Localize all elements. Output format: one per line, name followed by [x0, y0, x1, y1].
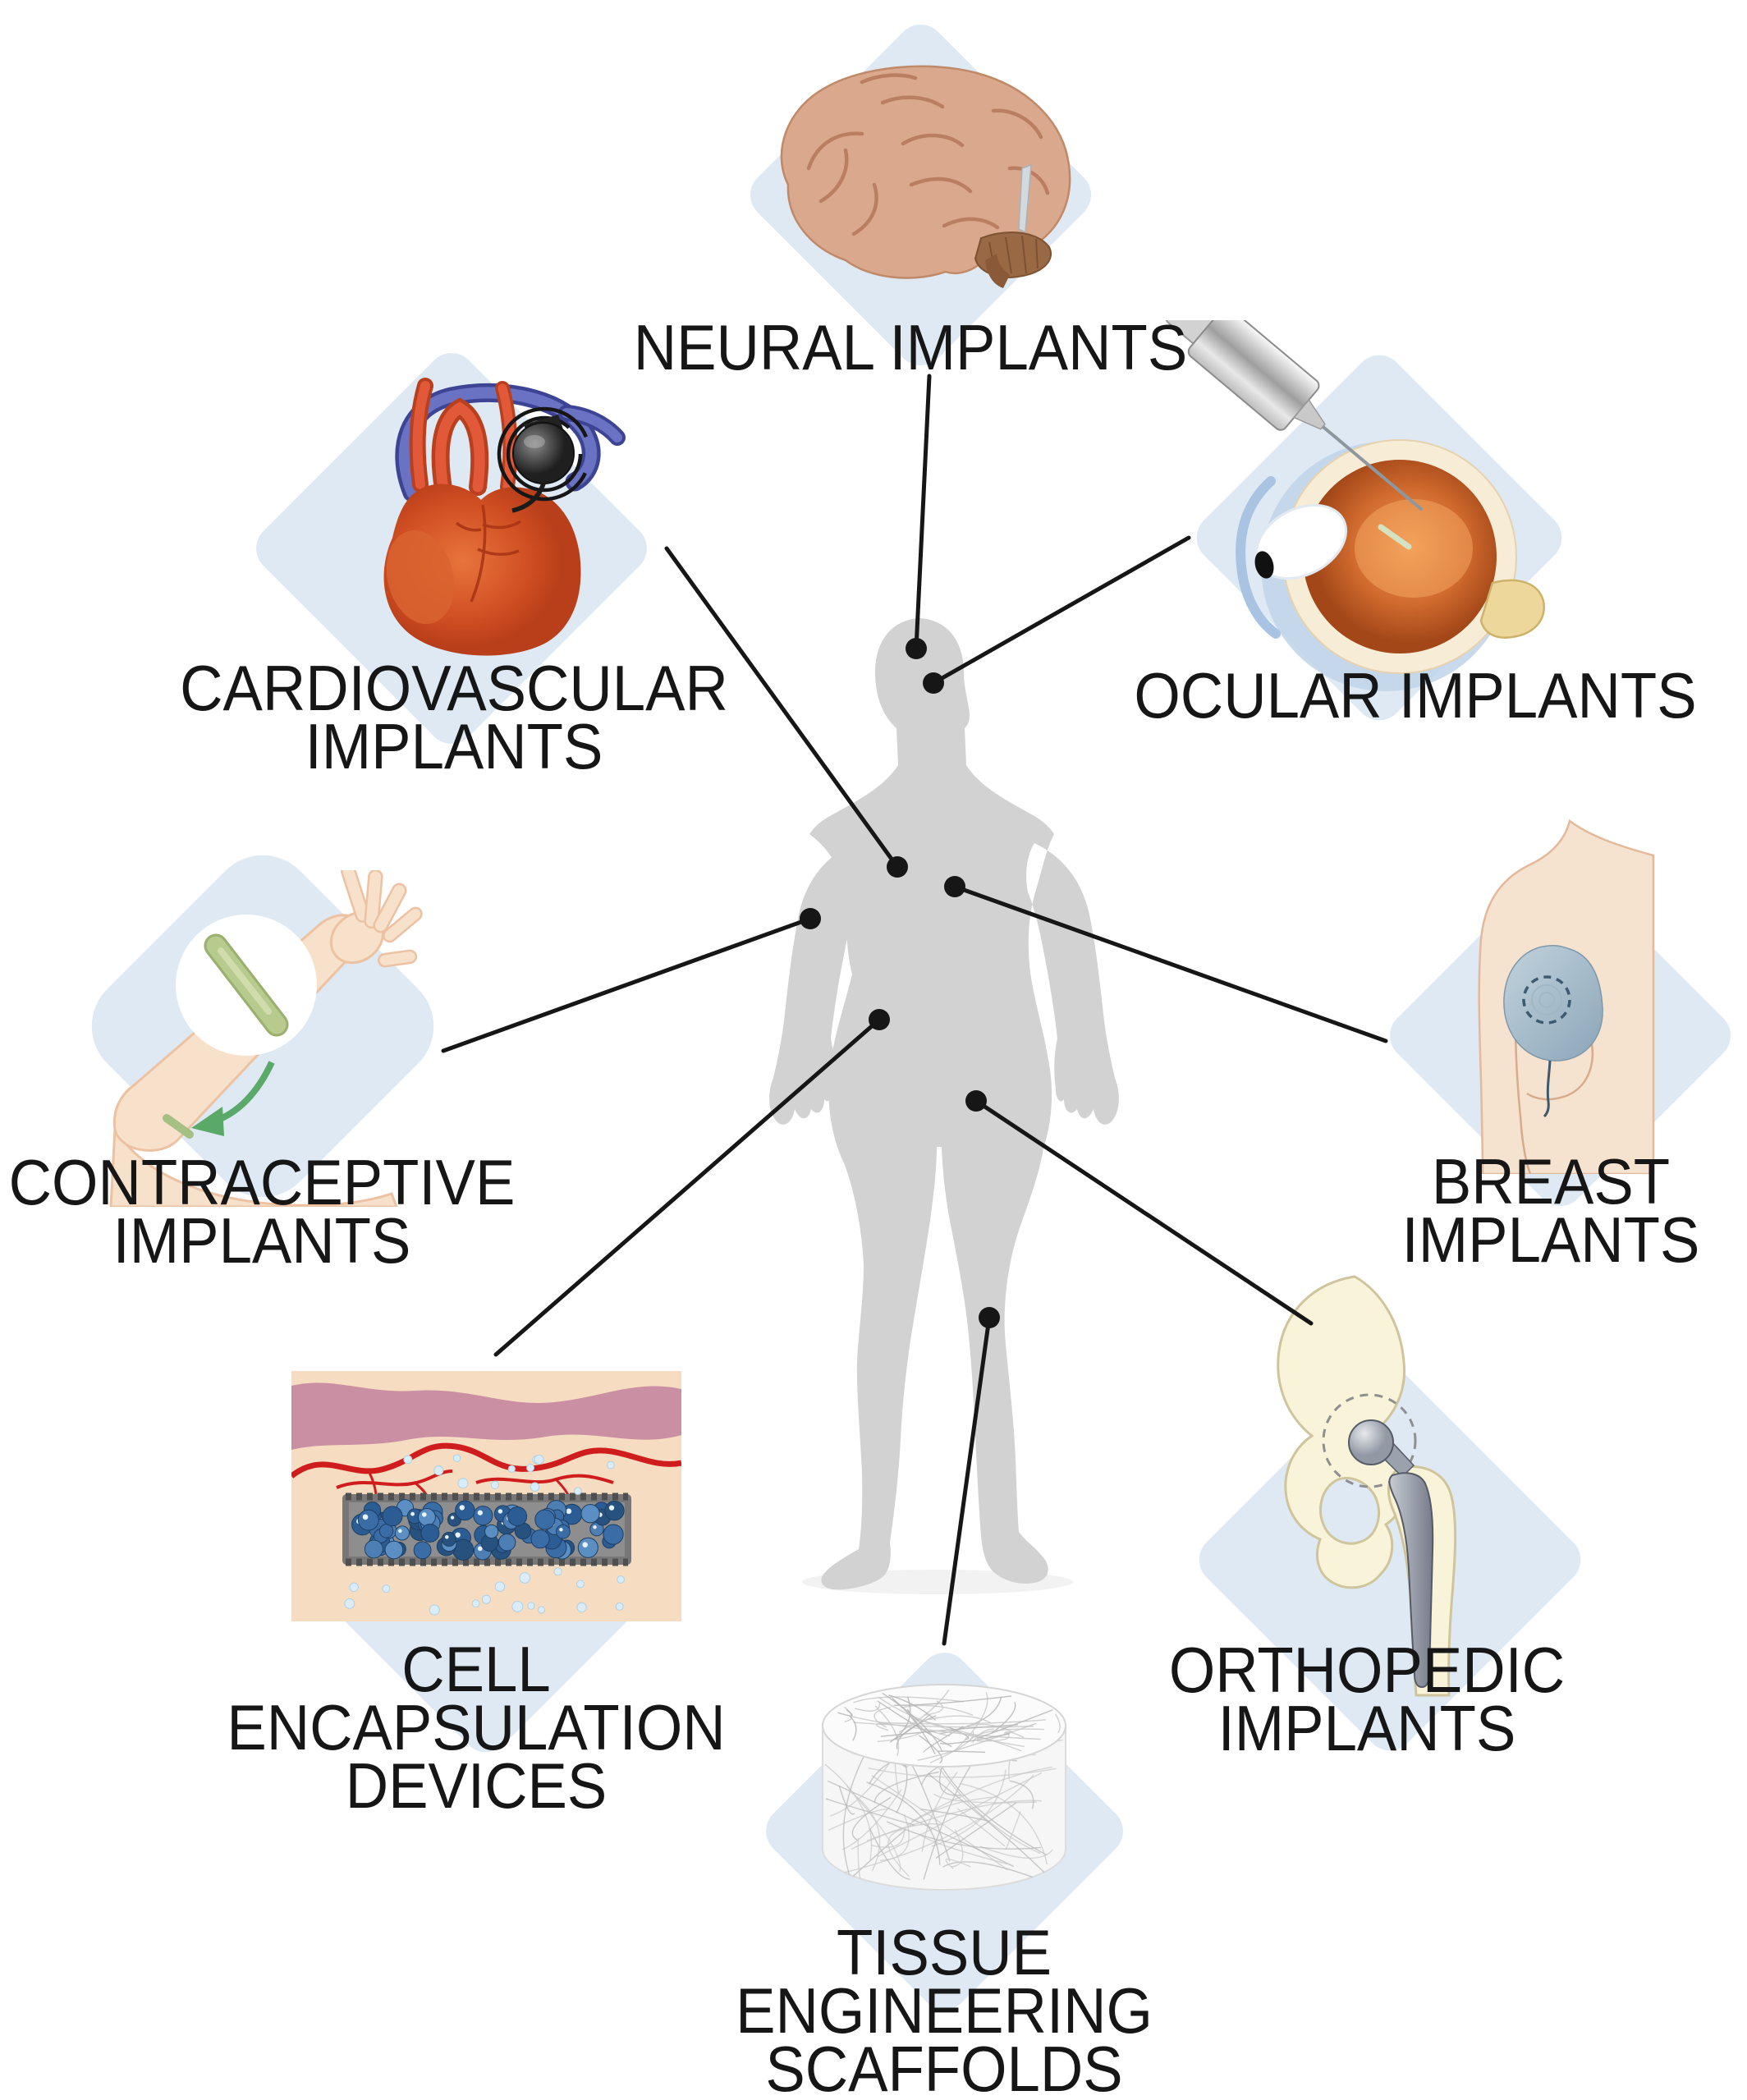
- right-ventricle: [386, 530, 455, 625]
- pupil: [1254, 551, 1274, 579]
- implant-dashed-circle: [1522, 975, 1571, 1025]
- implant-tube: [1543, 1060, 1552, 1118]
- dermis-band: [291, 1382, 681, 1450]
- cornea: [1236, 476, 1281, 639]
- label-line: CARDIOVASCULAR: [180, 652, 728, 724]
- encapsulated-cells: [351, 1499, 625, 1561]
- breast-implant-icon: [1478, 818, 1655, 1174]
- label-line: IMPLANTS: [112, 1204, 411, 1277]
- label-line: ENGINEERING: [736, 1974, 1153, 2047]
- skin-cell-capsule-icon: [291, 1371, 681, 1621]
- human-body-silhouette: [769, 618, 1119, 1594]
- heart-pacemaker-icon: [383, 378, 626, 656]
- label-cell-encapsulation: CELL ENCAPSULATION DEVICES: [148, 1633, 805, 1822]
- insertion-arrow-head: [191, 1107, 224, 1136]
- label-neural: NEURAL IMPLANTS: [582, 311, 1239, 383]
- cerebrum: [780, 65, 1071, 279]
- label-tissue: TISSUE ENGINEERING SCAFFOLDS: [616, 1916, 1272, 2100]
- label-ocular: OCULAR IMPLANTS: [1087, 659, 1744, 731]
- pacemaker-lead: [511, 483, 546, 513]
- pacemaker-coil: [497, 406, 592, 502]
- label-line: ORTHOPEDIC: [1168, 1634, 1566, 1706]
- upper-arm: [109, 1125, 398, 1207]
- implant-rod-highlight: [218, 947, 272, 1015]
- body-shape: [769, 618, 1119, 1590]
- implant-ball-head: [1348, 1419, 1394, 1465]
- brain-gyri: [806, 73, 1050, 236]
- label-line: ENCAPSULATION: [227, 1691, 726, 1763]
- label-line: SCAFFOLDS: [765, 2033, 1123, 2100]
- label-line: IMPLANTS: [1217, 1692, 1516, 1764]
- implant-stem: [1388, 1472, 1434, 1689]
- cerebellum: [974, 232, 1052, 278]
- eye-injector-icon: [1166, 320, 1545, 691]
- label-line: IMPLANTS: [305, 710, 603, 782]
- pacemaker-disc: [512, 422, 575, 484]
- optic-muscle: [1479, 579, 1545, 639]
- scaffold-fibers-top: [837, 1689, 1061, 1764]
- label-breast: BREAST IMPLANTS: [1222, 1145, 1747, 1276]
- label-line: IMPLANTS: [1401, 1204, 1700, 1276]
- implant-ring-inner: [1538, 992, 1555, 1008]
- aorta-vessels: [395, 378, 626, 502]
- diffusing-molecules: [344, 1454, 625, 1616]
- label-orthopedic: ORTHOPEDIC IMPLANTS: [1039, 1634, 1695, 1764]
- label-line: TISSUE: [836, 1916, 1052, 1988]
- implanted-rod-in-arm: [163, 1114, 194, 1139]
- vitreous-glow: [1355, 499, 1473, 598]
- brain-icon: [780, 65, 1071, 288]
- label-line: NEURAL IMPLANTS: [633, 311, 1188, 383]
- neural-probe: [1018, 163, 1032, 234]
- scaffold-cylinder-icon: [822, 1684, 1066, 1891]
- scaffold-fibers-side: [824, 1731, 1063, 1884]
- joint-dashed-circle: [1322, 1393, 1417, 1488]
- label-line: CELL: [401, 1633, 551, 1705]
- label-cardiovascular: CARDIOVASCULAR IMPLANTS: [126, 652, 782, 782]
- label-line: OCULAR IMPLANTS: [1134, 659, 1697, 731]
- implant-ring: [1531, 984, 1562, 1016]
- needle: [1322, 425, 1424, 511]
- label-contraceptive: CONTRACEPTIVE IMPLANTS: [0, 1146, 590, 1277]
- coronary-veins: [455, 504, 521, 603]
- syringe-tip: [1293, 398, 1326, 430]
- label-line: DEVICES: [345, 1749, 608, 1822]
- label-line: CONTRACEPTIVE: [8, 1146, 516, 1218]
- pacemaker-highlight: [524, 435, 545, 448]
- injector-syringe: [1166, 320, 1424, 511]
- brainstem: [985, 254, 1010, 288]
- arm-contraceptive-rod-icon: [109, 870, 423, 1207]
- label-line: BREAST: [1431, 1145, 1671, 1217]
- hand: [329, 870, 423, 968]
- hip-implant-icon: [1277, 1275, 1457, 1697]
- ocular-implant-rod: [1378, 524, 1412, 550]
